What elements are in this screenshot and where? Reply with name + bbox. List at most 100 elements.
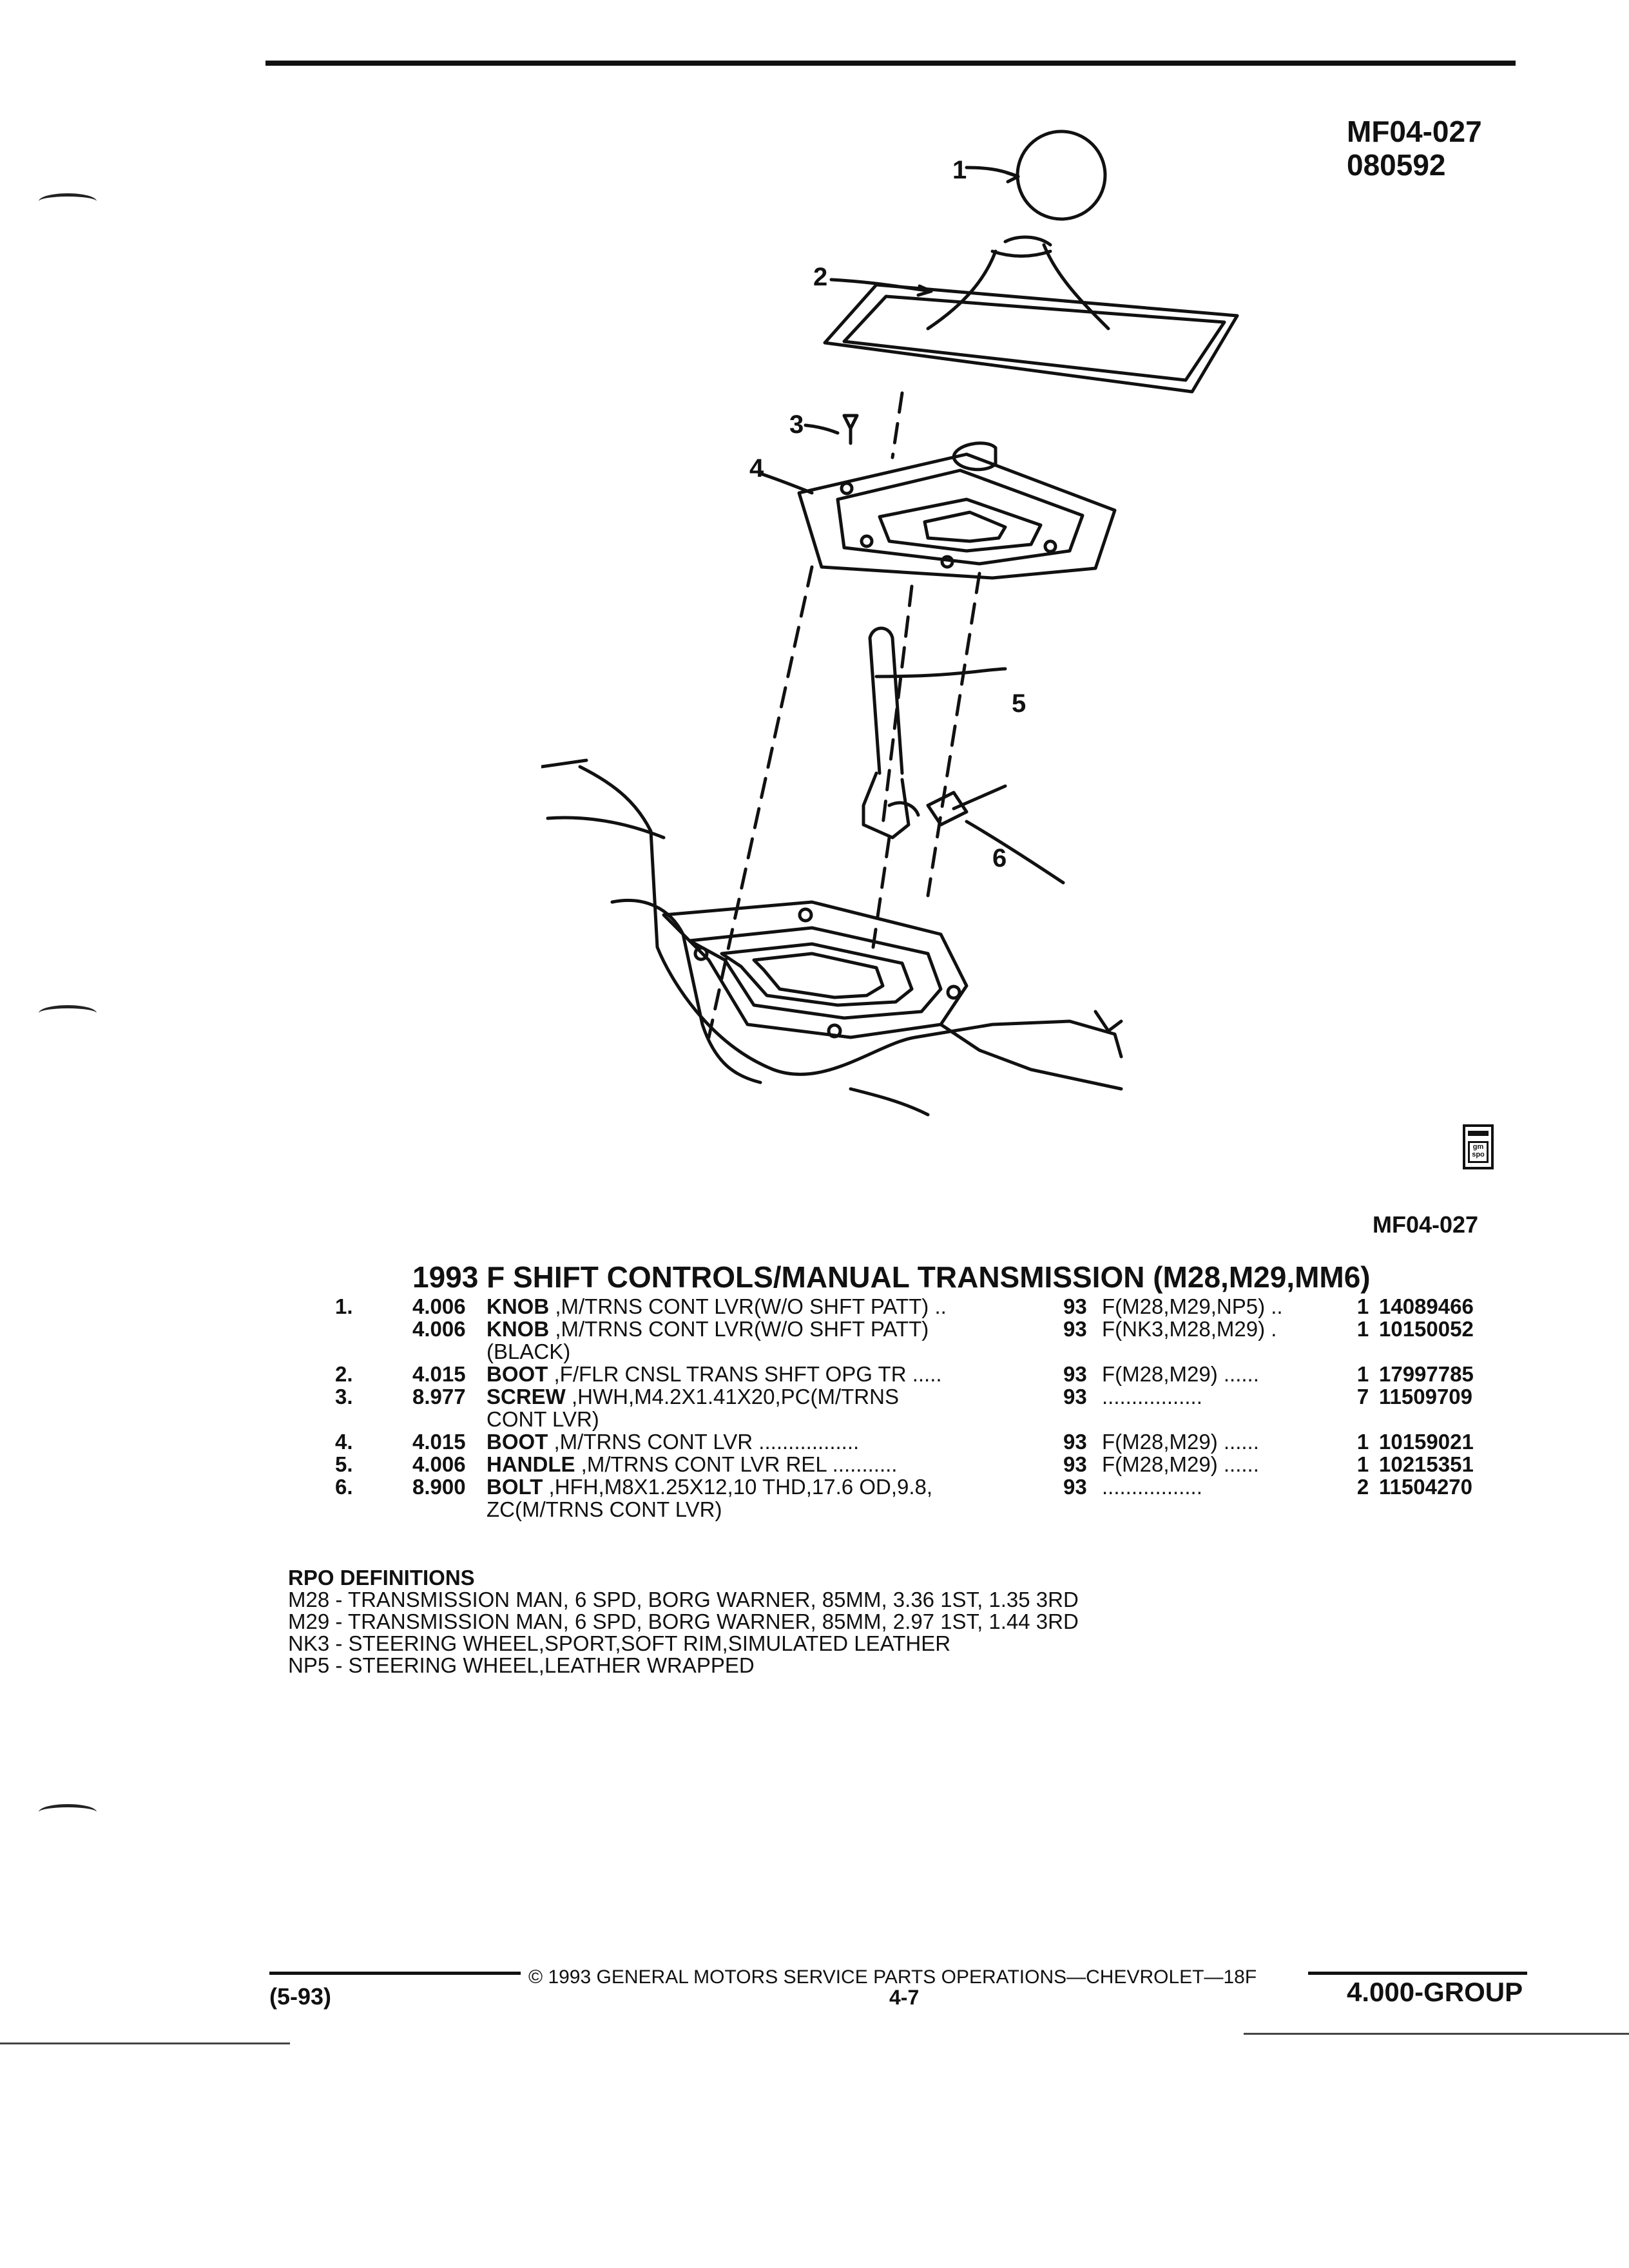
callout-4: 4 (749, 454, 764, 483)
gm-spo-logo-text: gm spo (1468, 1141, 1489, 1163)
part-callout-number (335, 1318, 412, 1363)
parts-row: 5. 4.006 HANDLE ,M/TRNS CONT LVR REL .....… (335, 1453, 1547, 1475)
figure-date-code: 080592 (1347, 148, 1446, 182)
page-number: 4-7 (889, 1986, 920, 2009)
part-year: 93 (1063, 1430, 1087, 1454)
part-year: 93 (1063, 1317, 1087, 1341)
part-number: 10215351 (1379, 1452, 1474, 1476)
part-name: BOOT (487, 1362, 548, 1386)
part-year: 93 (1063, 1362, 1087, 1386)
part-callout-number: 6. (335, 1475, 353, 1499)
margin-mark (39, 193, 97, 209)
part-usage: F(M28,M29) ...... (1102, 1452, 1259, 1476)
part-description: KNOB ,M/TRNS CONT LVR(W/O SHFT PATT) .. (487, 1295, 1063, 1318)
header-rule (265, 61, 1516, 66)
part-illustration-code: 4.006 (412, 1317, 466, 1341)
part-quantity: 7 (1356, 1385, 1369, 1408)
callout-2: 2 (813, 263, 828, 291)
part-number: 14089466 (1379, 1294, 1474, 1318)
part-name: KNOB (487, 1317, 550, 1341)
footer-rule-right (1308, 1972, 1527, 1975)
dot-leader: ..... (906, 1362, 942, 1386)
part-description: KNOB ,M/TRNS CONT LVR(W/O SHFT PATT)(BLA… (487, 1318, 1063, 1363)
part-callout-number: 1. (335, 1294, 353, 1318)
part-quantity: 1 (1356, 1294, 1369, 1318)
part-illustration-code: 8.900 (412, 1475, 466, 1499)
part-name: BOLT (487, 1475, 543, 1499)
part-number: 11509709 (1379, 1385, 1473, 1408)
lever-boot (758, 414, 1117, 580)
parts-row: 1. 4.006 KNOB ,M/TRNS CONT LVR(W/O SHFT PA… (335, 1295, 1547, 1318)
part-usage: F(NK3,M28,M29) . (1102, 1317, 1277, 1341)
part-detail: ,M/TRNS CONT LVR(W/O SHFT PATT) (549, 1294, 929, 1318)
part-year: 93 (1063, 1475, 1087, 1499)
dot-leader: ................. (753, 1430, 860, 1454)
part-detail-continued: ZC(M/TRNS CONT LVR) (487, 1497, 722, 1521)
part-name: BOOT (487, 1430, 548, 1454)
part-illustration-code: 4.006 (412, 1452, 466, 1476)
exploded-diagram (541, 130, 1239, 1117)
callout-6: 6 (992, 844, 1007, 872)
section-title: 1993 F SHIFT CONTROLS/MANUAL TRANSMISSIO… (412, 1260, 1371, 1294)
part-number: 10159021 (1379, 1430, 1474, 1454)
margin-mark (39, 1005, 97, 1021)
rpo-definitions: RPO DEFINITIONS M28 - TRANSMISSION MAN, … (288, 1567, 1079, 1677)
dot-leader: .. (929, 1294, 947, 1318)
part-usage: ................. (1102, 1475, 1202, 1499)
part-illustration-code: 4.015 (412, 1362, 466, 1386)
part-description: BOLT ,HFH,M8X1.25X12,10 THD,17.6 OD,9.8,… (487, 1475, 1063, 1521)
shift-knob (965, 130, 1107, 221)
part-year: 93 (1063, 1294, 1087, 1318)
part-name: SCREW (487, 1385, 566, 1408)
figure-code-caption: MF04-027 (1373, 1211, 1479, 1238)
console-boot (823, 235, 1239, 394)
parts-row: 2. 4.015 BOOT ,F/FLR CNSL TRANS SHFT OPG T… (335, 1363, 1547, 1385)
part-illustration-code: 8.977 (412, 1385, 466, 1408)
part-illustration-code: 4.006 (412, 1294, 466, 1318)
part-quantity: 1 (1356, 1317, 1369, 1341)
floor-console (541, 758, 1123, 1117)
part-illustration-code: 4.015 (412, 1430, 466, 1454)
figure-code: MF04-027 080592 (1347, 115, 1482, 182)
rpo-item: NK3 - STEERING WHEEL,SPORT,SOFT RIM,SIMU… (288, 1631, 951, 1655)
footer-copyright: © 1993 GENERAL MOTORS SERVICE PARTS OPER… (528, 1966, 1257, 1988)
part-callout-number: 4. (335, 1430, 353, 1454)
part-quantity: 2 (1356, 1475, 1369, 1499)
leader-line (707, 391, 981, 1039)
part-detail: ,HWH,M4.2X1.41X20,PC(M/TRNS (565, 1385, 899, 1408)
parts-row: 4. 4.015 BOOT ,M/TRNS CONT LVR ...........… (335, 1430, 1547, 1453)
part-detail: ,M/TRNS CONT LVR REL (575, 1452, 827, 1476)
figure-code-id: MF04-027 (1347, 115, 1482, 148)
part-detail: ,M/TRNS CONT LVR (548, 1430, 753, 1454)
part-usage: F(M28,M29) ...... (1102, 1430, 1259, 1454)
parts-row: 4.006 KNOB ,M/TRNS CONT LVR(W/O SHFT PATT… (335, 1318, 1547, 1363)
part-quantity: 1 (1356, 1362, 1369, 1386)
part-usage: F(M28,M29,NP5) .. (1102, 1294, 1283, 1318)
parts-row: 6. 8.900 BOLT ,HFH,M8X1.25X12,10 THD,17.6 … (335, 1475, 1547, 1521)
part-number: 17997785 (1379, 1362, 1474, 1386)
part-callout-number: 2. (335, 1362, 353, 1386)
part-number: 10150052 (1379, 1317, 1474, 1341)
gm-spo-logo: gm spo (1463, 1124, 1494, 1169)
part-description: HANDLE ,M/TRNS CONT LVR REL ........... (487, 1453, 1063, 1475)
bottom-margin-line (1244, 2033, 1629, 2035)
part-quantity: 1 (1356, 1452, 1369, 1476)
rpo-item: NP5 - STEERING WHEEL,LEATHER WRAPPED (288, 1653, 755, 1677)
dot-leader: ........... (826, 1452, 898, 1476)
rpo-heading: RPO DEFINITIONS (288, 1566, 475, 1590)
margin-mark (39, 1804, 97, 1820)
footer-rule-left (269, 1972, 521, 1975)
shift-handle (862, 626, 1007, 840)
callout-1: 1 (952, 156, 967, 184)
part-callout-number: 5. (335, 1452, 353, 1476)
part-description: BOOT ,M/TRNS CONT LVR ................. (487, 1430, 1063, 1453)
part-detail: ,HFH,M8X1.25X12,10 THD,17.6 OD,9.8, (543, 1475, 933, 1499)
part-detail: ,F/FLR CNSL TRANS SHFT OPG TR (548, 1362, 907, 1386)
callout-3: 3 (789, 410, 804, 439)
footer-date: (5-93) (269, 1983, 332, 2010)
group-label: 4.000-GROUP (1347, 1977, 1523, 2007)
part-detail: ,M/TRNS CONT LVR(W/O SHFT PATT) (549, 1317, 929, 1341)
